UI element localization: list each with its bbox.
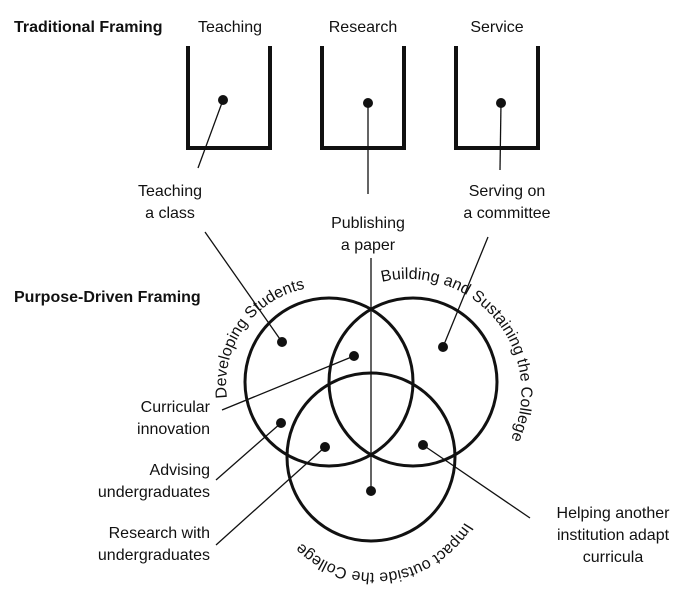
teaching-example-line1: Teaching bbox=[138, 183, 202, 200]
curricular-innovation-line2: innovation bbox=[137, 421, 210, 438]
advising-leader bbox=[215, 422, 282, 481]
helping-line1: Helping another bbox=[557, 505, 671, 522]
service-leader bbox=[499, 102, 502, 171]
building-college-circle bbox=[327, 296, 499, 468]
impact-outside-label: Impact outside the College bbox=[292, 520, 476, 586]
advising-line1: Advising bbox=[150, 462, 210, 479]
research-column-title: Research bbox=[329, 19, 397, 36]
developing-students-circle bbox=[243, 296, 415, 468]
helping-leader bbox=[422, 444, 531, 519]
service-bin bbox=[454, 46, 540, 150]
service-column-title: Service bbox=[470, 19, 523, 36]
traditional-framing-heading: Traditional Framing bbox=[14, 19, 162, 36]
research-with-leader bbox=[215, 446, 326, 546]
service-to-venn-leader bbox=[442, 236, 489, 348]
teaching-bin bbox=[186, 46, 272, 150]
research-bin bbox=[320, 46, 406, 150]
teaching-leader bbox=[197, 99, 224, 169]
building-college-label: Building and Sustaining the College bbox=[379, 266, 534, 445]
helping-line2: institution adapt bbox=[557, 527, 670, 544]
teaching-example-line2: a class bbox=[145, 205, 195, 222]
research-with-line1: Research with bbox=[109, 525, 210, 542]
advising-line2: undergraduates bbox=[98, 484, 210, 501]
research-with-line2: undergraduates bbox=[98, 547, 210, 564]
service-example-line2: a committee bbox=[463, 205, 550, 222]
purpose-driven-framing-heading: Purpose-Driven Framing bbox=[14, 289, 201, 306]
research-example-line2: a paper bbox=[341, 237, 396, 254]
research-example-line1: Publishing bbox=[331, 215, 405, 232]
curricular-leader bbox=[221, 355, 355, 411]
teaching-to-venn-leader bbox=[204, 231, 283, 343]
teaching-column-title: Teaching bbox=[198, 19, 262, 36]
service-example-line1: Serving on bbox=[469, 183, 546, 200]
impact-dot bbox=[366, 486, 376, 496]
helping-line3: curricula bbox=[583, 549, 644, 566]
curricular-innovation-line1: Curricular bbox=[141, 399, 211, 416]
